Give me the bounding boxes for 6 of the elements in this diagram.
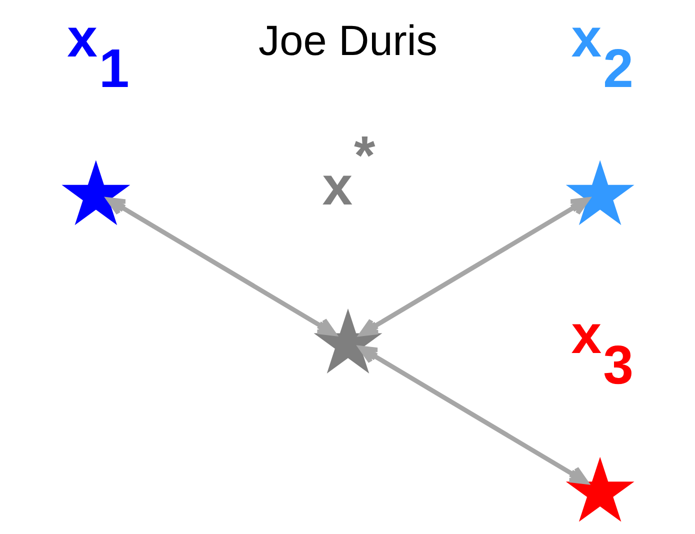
arrow	[358, 346, 588, 484]
arrow	[106, 197, 336, 336]
label: Joe Duris	[258, 16, 437, 64]
node-star	[565, 160, 634, 226]
arrow	[358, 197, 589, 336]
node-star	[61, 160, 130, 226]
